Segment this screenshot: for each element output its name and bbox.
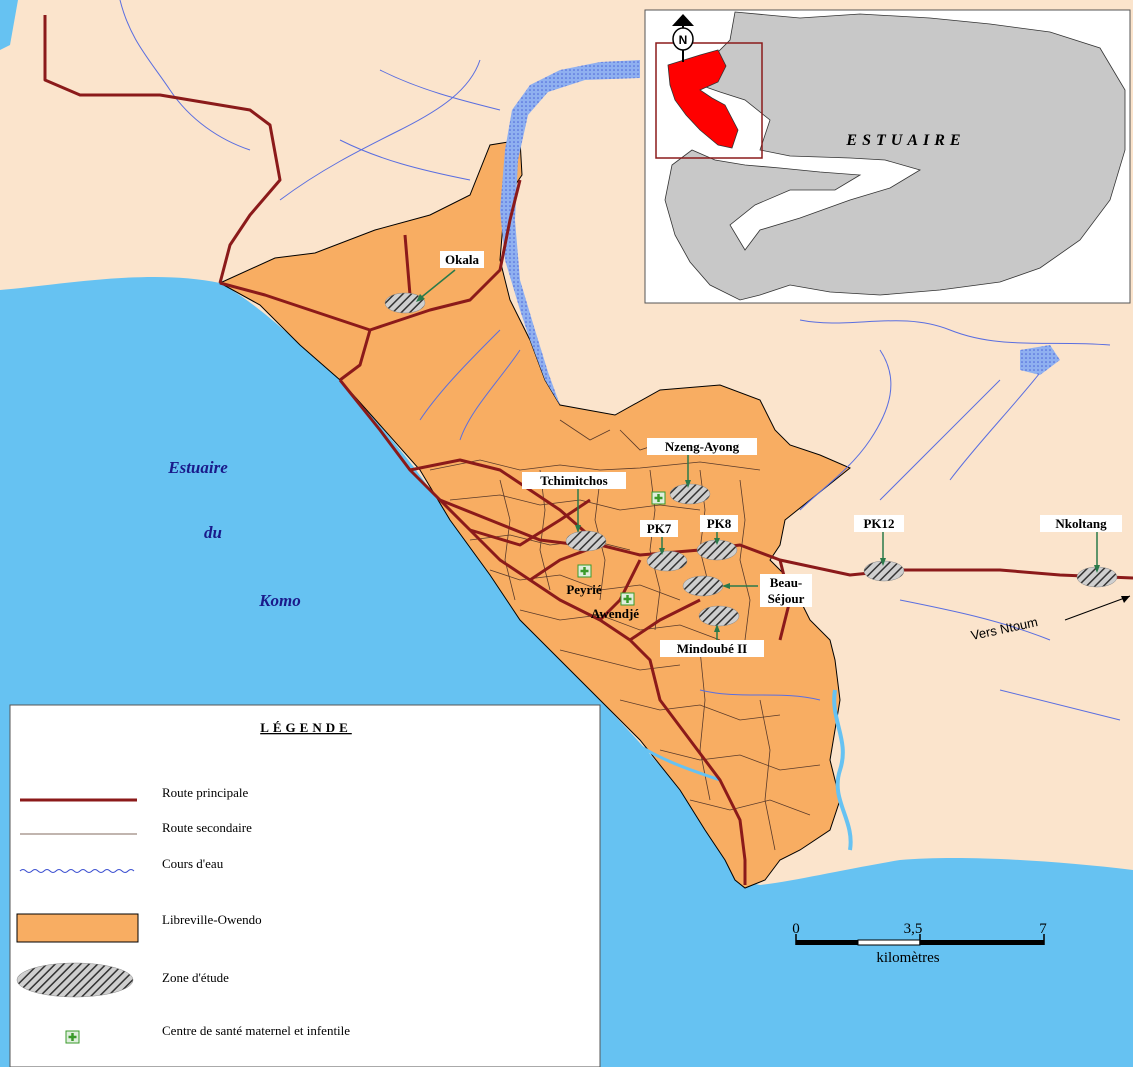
label-pointers (417, 269, 1098, 643)
inset-highlight (667, 49, 739, 149)
health-centre-icon (620, 592, 635, 606)
zone-okala (384, 292, 426, 314)
north-arrow-icon: N (672, 14, 694, 62)
zone-pk7 (646, 550, 688, 572)
legend-health-icon (65, 1030, 80, 1044)
label-nzeng-ayong: Nzeng-Ayong (665, 439, 740, 454)
label-tchimitchos: Tchimitchos (540, 473, 607, 488)
label-pk7: PK7 (647, 521, 672, 536)
legend-libreville: Libreville-Owendo (162, 912, 262, 927)
north-letter: N (679, 33, 688, 47)
arrow-heads (416, 294, 1100, 632)
arrow-head-icon (1121, 596, 1130, 603)
place-labels: Okala Nzeng-Ayong Tchimitchos PK7 PK8 PK… (440, 251, 1122, 657)
legend-swatch-zone (16, 962, 134, 998)
label-beau-sejour-line2: Séjour (768, 591, 805, 606)
legend-zone: Zone d'étude (162, 970, 229, 985)
inset-highlight-frame (655, 42, 763, 159)
legend-title: LÉGENDE (260, 720, 352, 735)
health-centre-icon (651, 491, 666, 505)
label-peyrie: Peyrié (566, 582, 602, 597)
label-pk12: PK12 (863, 516, 894, 531)
zone-nzeng-ayong (669, 483, 711, 505)
inset-province (664, 11, 1126, 301)
zone-beau-sejour (682, 575, 724, 597)
river-east (1020, 345, 1060, 375)
label-nkoltang: Nkoltang (1055, 516, 1107, 531)
scale-unit: kilomètres (876, 950, 939, 966)
scale-tick-7: 7 (1039, 921, 1047, 937)
main-roads (43, 15, 1133, 885)
secondary-roads (429, 419, 821, 851)
scale-tick-0: 0 (792, 921, 800, 937)
label-pk8: PK8 (707, 516, 732, 531)
scale-tick-3-5: 3,5 (904, 921, 923, 937)
inset-map: ESTUAIRE N (644, 9, 1131, 304)
legend-cours-eau: Cours d'eau (162, 856, 224, 871)
label-beau-sejour-line1: Beau- (770, 575, 803, 590)
sea-top-left (0, 0, 18, 50)
legend-route-secondaire: Route secondaire (162, 820, 252, 835)
legend-centre: Centre de santé maternel et infentile (162, 1023, 350, 1038)
health-centres (577, 491, 666, 606)
label-okala: Okala (445, 252, 479, 267)
label-awendje: Awendjé (591, 606, 639, 621)
water-label-estuaire: Estuaire (167, 458, 228, 477)
water-label-komo: Komo (258, 591, 301, 610)
scale-bar: 0 3,5 7 kilomètres (792, 921, 1047, 966)
inset-region-label: ESTUAIRE (845, 132, 965, 149)
route-arrow-icon (1064, 595, 1131, 621)
zone-pk12 (863, 560, 905, 582)
legend-swatch-city (16, 913, 139, 943)
legend: LÉGENDE Route principale Route secondair… (9, 704, 601, 1067)
health-centre-icon (577, 564, 592, 578)
study-zones (384, 292, 1118, 627)
zone-mindoube (698, 605, 740, 627)
rivers (119, 0, 1121, 851)
legend-swatch-river (19, 869, 135, 873)
water-label-du: du (204, 523, 222, 542)
legend-route-principale: Route principale (162, 785, 249, 800)
label-mindoube: Mindoubé II (677, 641, 747, 656)
legend-box (9, 704, 601, 1067)
zone-tchimitchos (565, 530, 607, 552)
